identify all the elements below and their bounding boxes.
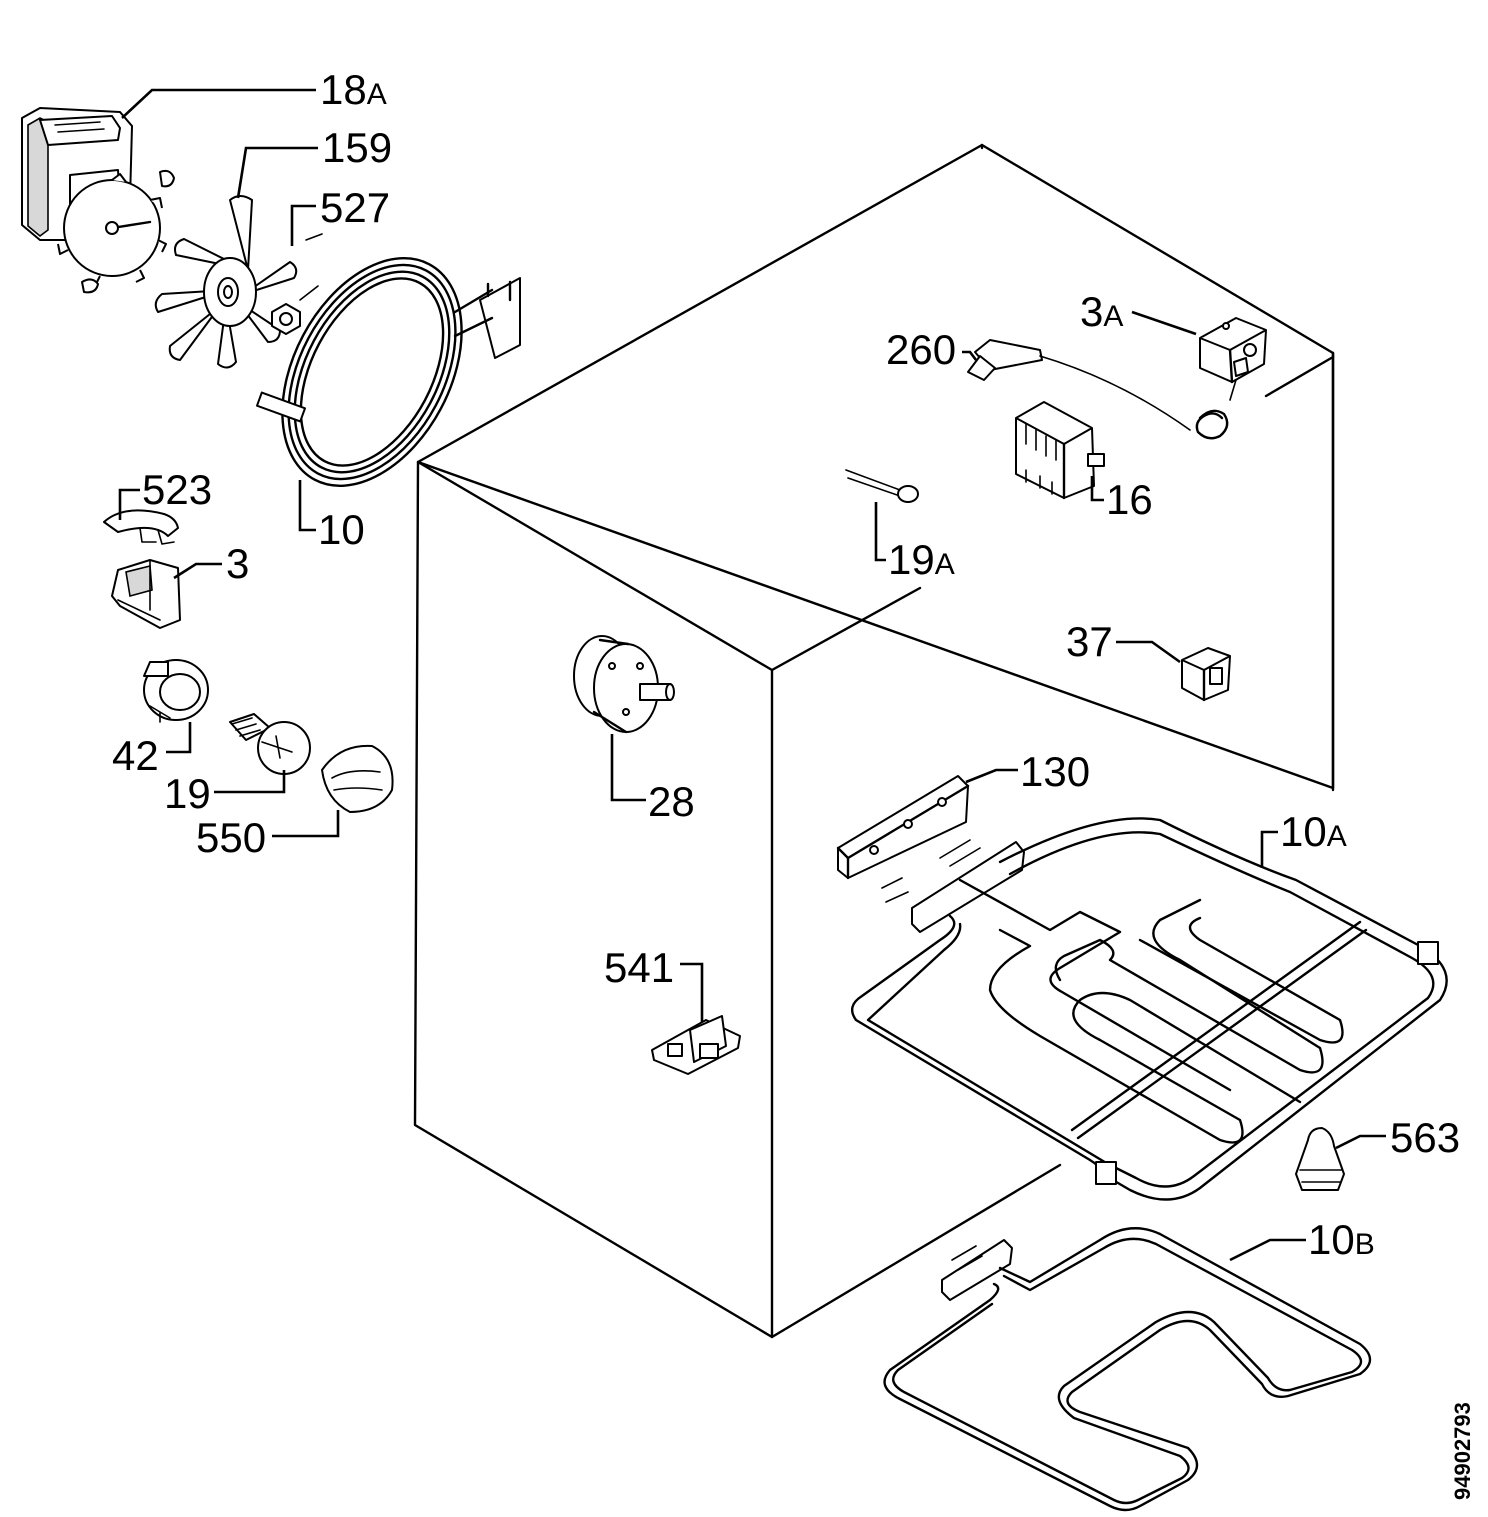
label-42: 42 [112,732,159,779]
fan-motor-18a [21,107,175,294]
label-563: 563 [1390,1114,1460,1161]
circular-heater-10 [255,257,521,487]
label-541: 541 [604,944,674,991]
fan-blade-159 [154,195,298,369]
sensor-19a [845,469,919,503]
label-260: 260 [886,326,956,373]
label-28: 28 [648,778,695,825]
grill-element-10a [850,817,1448,1201]
label-159: 159 [322,124,392,171]
label-10: 10 [318,506,365,553]
document-number: 94902793 [1450,1402,1475,1500]
bottom-element-10b [883,1227,1372,1512]
label-3: 3 [226,540,249,587]
lamp-bulb-19 [229,713,311,775]
label-37: 37 [1066,618,1113,665]
label-130: 130 [1020,748,1090,795]
oven-cavity [413,143,1335,1339]
leader-lines [118,88,1386,1262]
bracket-3 [111,559,181,629]
label-19a: 19A [888,536,955,583]
label-527: 527 [320,184,390,231]
label-10b: 10B [1308,1216,1375,1263]
lamp-cover-550 [321,744,394,813]
foot-563 [1295,1127,1345,1191]
label-3a: 3A [1080,288,1123,335]
door-switch-37 [1181,647,1231,702]
bracket-541 [651,1015,741,1075]
selector-switch-16 [1015,401,1105,500]
lamp-holder-42 [143,659,209,723]
label-10a: 10A [1280,808,1347,855]
clip-523 [103,509,179,545]
label-523: 523 [142,466,212,513]
part-labels: 18A 159 527 523 3 10 42 19 550 28 19A 3A… [112,66,1460,1263]
thermostat-3a [1199,317,1267,384]
label-16: 16 [1106,476,1153,523]
control-knob-28 [573,635,675,734]
terminal-plate-130 [836,775,970,880]
label-18a: 18A [320,66,387,113]
label-19: 19 [164,770,211,817]
label-550: 550 [196,814,266,861]
fan-nut-527 [271,233,323,335]
thermostat-probe-260 [967,339,1237,440]
